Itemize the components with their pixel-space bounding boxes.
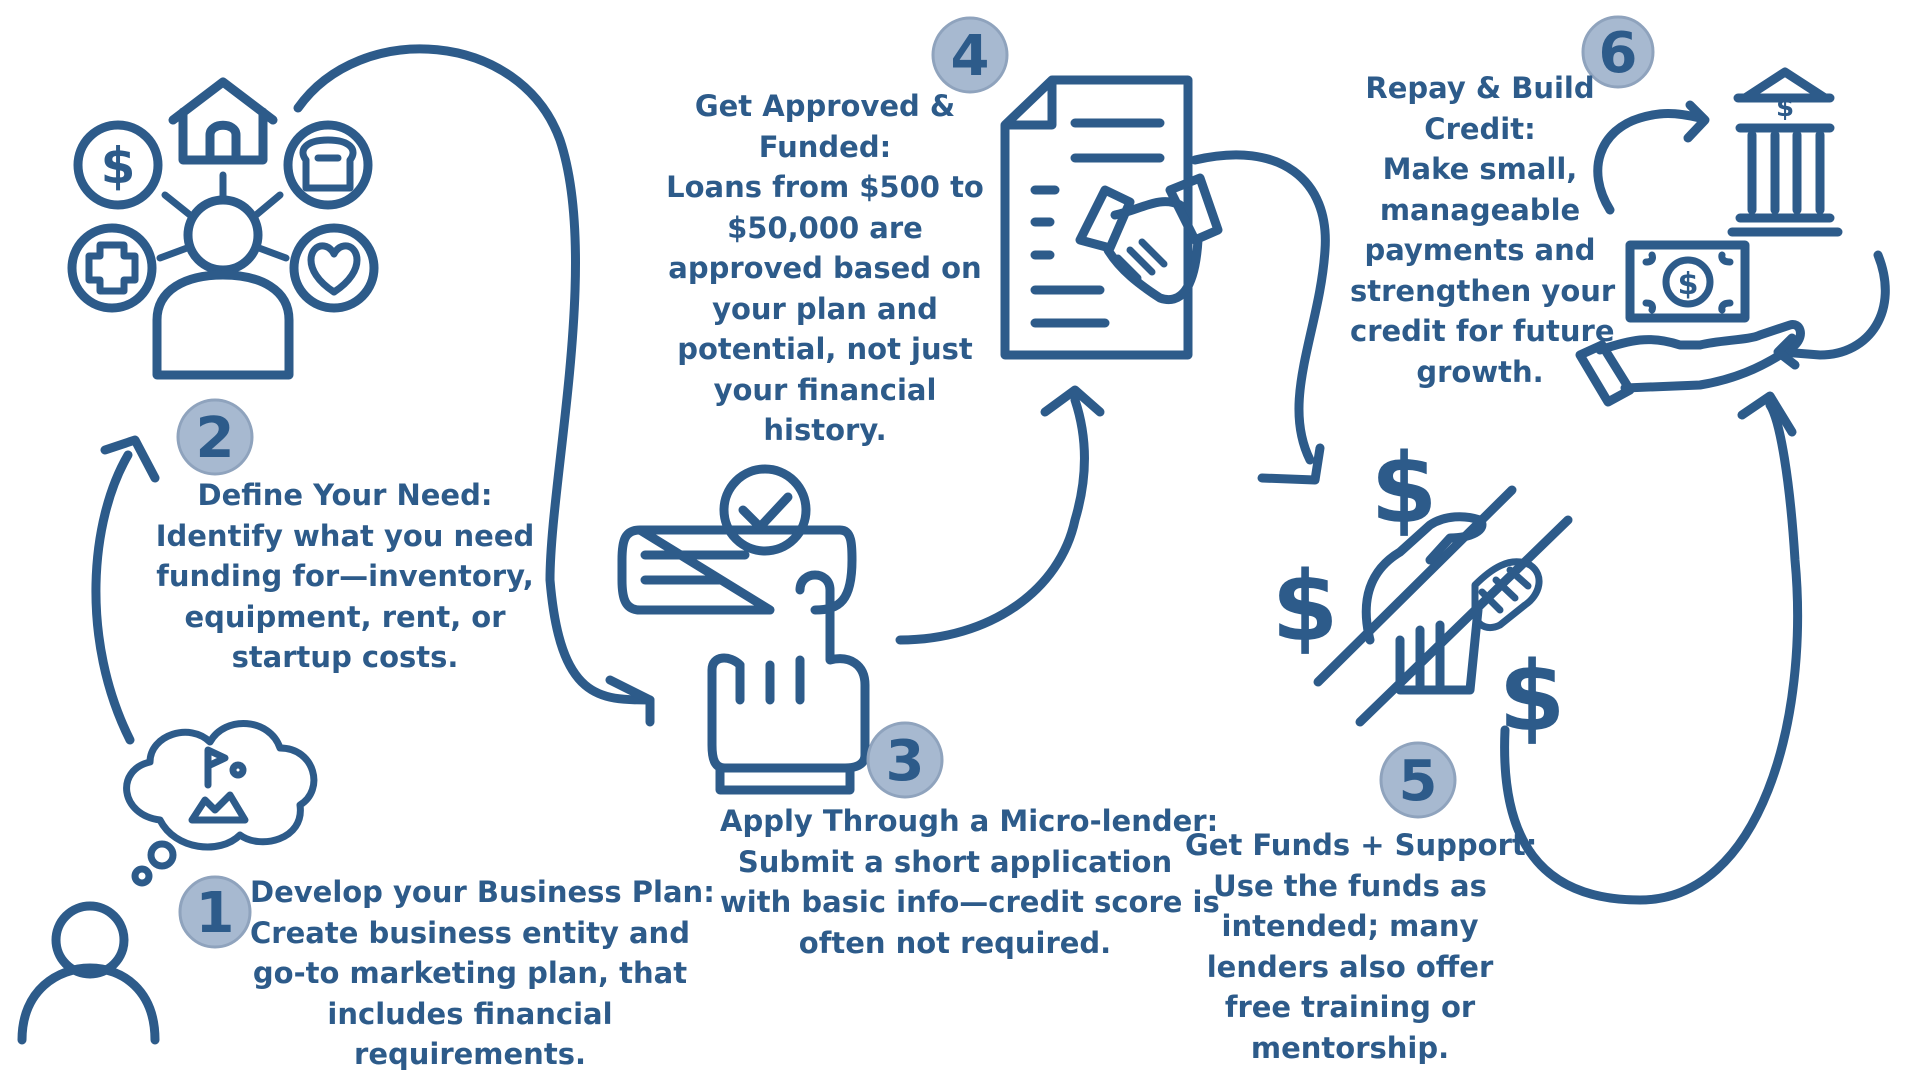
- step-1-line: requirements.: [354, 1037, 586, 1071]
- step-2-line: funding for—inventory,: [156, 559, 534, 593]
- health-plus-icon: [67, 223, 157, 313]
- step-6-line: payments and: [1364, 233, 1596, 267]
- step-6-line: strengthen your: [1350, 273, 1616, 308]
- step-5-description: Get Funds + Support: Use the funds as in…: [1185, 825, 1538, 1068]
- connector-4-to-5: [1190, 150, 1330, 465]
- step-2-description: Define Your Need: Identify what you need…: [150, 475, 540, 678]
- step-4-line: potential, not just: [677, 332, 973, 366]
- step-5-line: mentorship.: [1250, 1030, 1450, 1065]
- svg-text:$: $: [101, 137, 136, 195]
- svg-text:1: 1: [196, 881, 235, 946]
- application-click-icon: [617, 464, 870, 795]
- step-4-line: $50,000 are: [727, 210, 923, 245]
- step-6-heading: Credit:: [1424, 111, 1536, 146]
- step-badge-4: 4: [931, 16, 1009, 94]
- step-3-line: often not required.: [798, 925, 1112, 960]
- step-4-line: approved based on: [668, 251, 982, 285]
- svg-text:4: 4: [951, 24, 990, 89]
- step-4-heading: Get Approved &: [694, 89, 956, 123]
- agreement-document-icon: [1000, 75, 1223, 360]
- svg-text:3: 3: [886, 729, 925, 794]
- connector-5-to-6: [1500, 400, 1802, 905]
- svg-text:$: $: [1776, 93, 1794, 123]
- heart-circle-icon: [289, 223, 379, 313]
- step-3-heading: Apply Through a Micro-lender:: [720, 804, 1219, 838]
- step-3-line: Submit a short application: [737, 844, 1173, 879]
- dollar-sign-icon: $: [1499, 641, 1566, 753]
- step-6-heading: Repay & Build: [1365, 71, 1595, 105]
- step-1-heading: Develop your Business Plan:: [250, 875, 715, 909]
- step-6-line: credit for future: [1350, 314, 1615, 348]
- svg-text:5: 5: [1399, 749, 1438, 814]
- step-6-line: manageable: [1379, 192, 1581, 227]
- needs-network-icon: $: [67, 77, 379, 380]
- step-1-line: includes financial: [327, 996, 613, 1031]
- step-2-line: Identify what you need: [155, 518, 535, 553]
- step-4-line: your financial: [713, 372, 937, 407]
- arrowhead-2-to-3: [605, 675, 655, 727]
- svg-text:2: 2: [196, 406, 235, 471]
- step-4-line: Loans from $500 to: [666, 170, 984, 204]
- svg-text:$: $: [1678, 267, 1699, 302]
- arrowhead-5-to-6: [1737, 391, 1797, 437]
- arrowhead-3-to-4: [1040, 385, 1105, 417]
- dollar-circle-icon: [73, 120, 163, 210]
- connector-1-to-2: [91, 450, 135, 745]
- step-4-description: Get Approved & Funded: Loans from $500 t…: [660, 86, 990, 451]
- step-1-line: Create business entity and: [250, 915, 690, 950]
- funds-handshake-icon: $ $ $: [1272, 433, 1573, 753]
- step-5-line: Use the funds as: [1213, 868, 1487, 903]
- step-4-line: history.: [763, 413, 887, 447]
- bank-repay-icon: $ $: [1575, 67, 1890, 407]
- svg-text:6: 6: [1599, 21, 1638, 86]
- step-badge-1: 1: [178, 875, 252, 949]
- step-2-line: startup costs.: [231, 640, 459, 674]
- step-1-line: go-to marketing plan, that: [252, 956, 688, 990]
- step-4-heading: Funded:: [758, 129, 892, 164]
- step-5-line: free training or: [1224, 990, 1476, 1024]
- step-2-heading: Define Your Need:: [197, 478, 493, 512]
- step-badge-3: 3: [866, 721, 944, 799]
- person-thinking-icon: [17, 720, 318, 1045]
- step-5-line: intended; many: [1221, 909, 1479, 943]
- connector-3-to-4: [895, 395, 1089, 645]
- step-1-description: Develop your Business Plan: Create busin…: [250, 872, 715, 1075]
- step-6-line: Make small,: [1382, 152, 1578, 186]
- step-3-description: Apply Through a Micro-lender: Submit a s…: [720, 801, 1220, 963]
- bread-circle-icon: [283, 120, 373, 210]
- step-5-heading: Get Funds + Support:: [1185, 828, 1538, 862]
- arrowhead-4-to-5: [1257, 443, 1325, 485]
- step-6-description: Repay & Build Credit: Make small, manage…: [1350, 68, 1616, 392]
- step-badge-2: 2: [176, 398, 254, 476]
- arrowhead-1-to-2: [100, 435, 160, 483]
- dollar-sign-icon: $: [1272, 551, 1339, 663]
- connector-2-to-3: [293, 44, 655, 705]
- step-5-line: lenders also offer: [1206, 949, 1494, 984]
- step-4-line: your plan and: [712, 291, 938, 326]
- step-2-line: equipment, rent, or: [184, 599, 506, 634]
- step-badge-5: 5: [1379, 741, 1457, 819]
- step-6-line: growth.: [1416, 354, 1544, 389]
- step-3-line: with basic info—credit score is: [720, 885, 1220, 919]
- step-badge-6: 6: [1581, 15, 1655, 89]
